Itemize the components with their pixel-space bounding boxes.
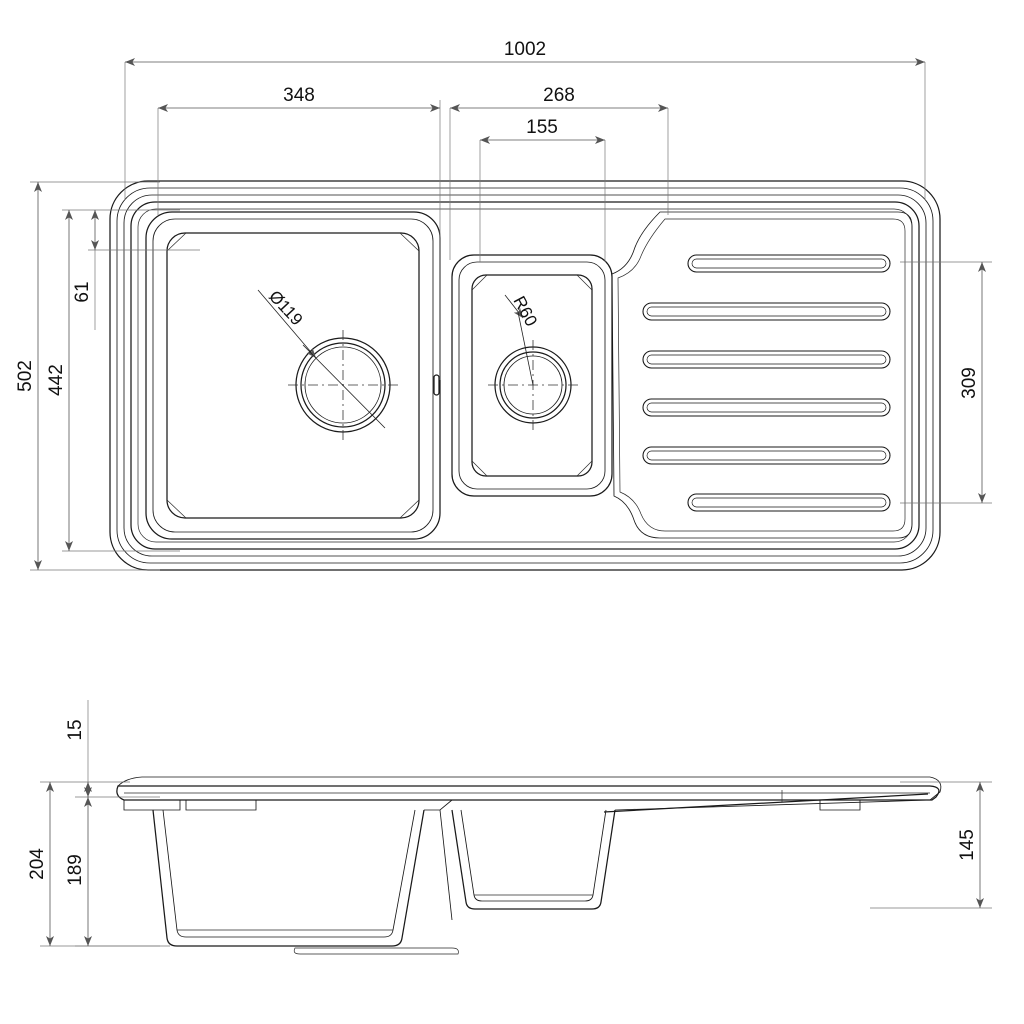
dim-label-1002: 1002 (504, 39, 546, 60)
section-bowl-divider (424, 799, 453, 921)
rib-6 (687, 493, 891, 512)
dim-label-268: 268 (543, 85, 575, 106)
dim-overall-width: 1002 (125, 39, 925, 66)
section-deck-flange (123, 800, 861, 811)
drainboard-ribs (642, 254, 891, 512)
plan-view-group (109, 180, 941, 571)
dim-rim-offset: 61 (72, 210, 99, 330)
dim-small-bowl-width: 155 (480, 117, 605, 144)
dim-overall-height: 204 (27, 782, 54, 946)
small-bowl-drain (488, 340, 578, 430)
rib-2 (642, 302, 891, 321)
section-small-bowl (451, 809, 616, 910)
overflow-slot (433, 374, 440, 396)
rib-4 (642, 398, 891, 417)
dim-small-bowl-zone-width: 268 (450, 85, 668, 112)
dim-label-155: 155 (526, 117, 558, 138)
dim-bowl-depth: 189 (65, 797, 92, 946)
dim-label-61: 61 (72, 281, 93, 302)
dim-label-145: 145 (957, 829, 978, 861)
dim-label-502: 502 (15, 360, 36, 392)
section-drainboard (603, 776, 942, 813)
dim-inner-depth: 442 (46, 210, 73, 551)
dim-label-442: 442 (46, 364, 67, 396)
drainboard (611, 211, 913, 539)
small-bowl (451, 254, 613, 497)
main-bowl (145, 211, 441, 540)
plan-dimensions: 1002 348 268 155 502 442 (15, 39, 992, 571)
dim-main-bowl-width: 348 (158, 85, 440, 112)
dim-label-348: 348 (283, 85, 315, 106)
dim-label-189: 189 (65, 854, 86, 886)
sink-outer-rim (109, 180, 941, 571)
dim-drainboard-depth: 309 (959, 262, 986, 503)
rib-3 (642, 350, 891, 369)
dim-drainboard-height: 145 (957, 782, 984, 908)
small-bowl-radius-leader (504, 294, 534, 386)
section-main-bowl (152, 809, 459, 955)
section-dimensions: 15 204 189 145 (27, 700, 992, 947)
dim-label-309: 309 (959, 367, 980, 399)
rib-1 (687, 254, 891, 273)
dim-label-204: 204 (27, 848, 48, 880)
section-deck (116, 776, 940, 801)
rib-5 (642, 446, 891, 465)
dim-label-15: 15 (65, 719, 86, 740)
dim-rim-thickness: 15 (65, 700, 92, 797)
section-view-group (116, 776, 942, 955)
dim-label-r60: R60 (509, 293, 540, 329)
dim-overall-depth: 502 (15, 182, 42, 570)
main-drain-diameter-leader (257, 289, 386, 429)
